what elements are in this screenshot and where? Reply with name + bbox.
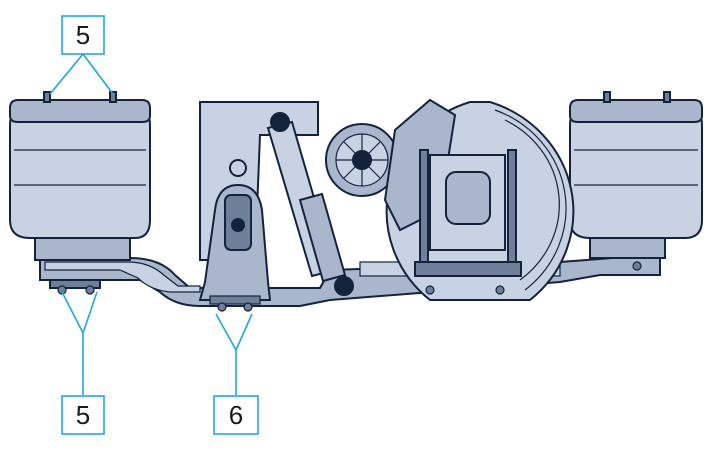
hanger-bracket-icon xyxy=(198,101,319,312)
callout-label: 6 xyxy=(229,400,243,430)
right-air-spring-icon xyxy=(569,91,703,271)
u-bolt-clamp-icon xyxy=(414,149,522,277)
left-air-spring-icon xyxy=(9,91,151,295)
shock-absorber-icon xyxy=(266,112,354,296)
callout-bottom-center: 6 xyxy=(213,395,259,435)
callout-label: 5 xyxy=(76,400,90,430)
callout-bottom-left: 5 xyxy=(61,395,105,435)
callout-leaders xyxy=(49,53,253,395)
callout-top-left: 5 xyxy=(61,15,105,55)
callout-label: 5 xyxy=(76,20,90,50)
